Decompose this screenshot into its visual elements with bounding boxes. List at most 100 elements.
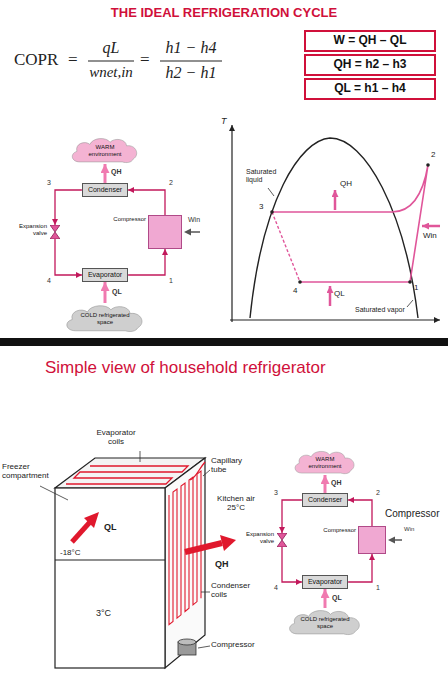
- label: COPR: [14, 50, 58, 70]
- separator-bar: [0, 338, 448, 346]
- work-arrow: [184, 229, 191, 236]
- valve-symbol: [50, 225, 60, 239]
- leader-line: [140, 451, 141, 462]
- title: THE IDEAL REFRIGERATION CYCLE: [111, 6, 337, 21]
- ts-diagram: [329, 286, 332, 306]
- label: h2 − h1: [166, 64, 217, 82]
- refrigerator: [66, 466, 188, 484]
- label: h1 − h4: [166, 39, 217, 57]
- edge-label: 2: [375, 489, 381, 497]
- expansion-valve: Expansion valve: [277, 533, 287, 547]
- node-text: WARM environment: [79, 144, 131, 158]
- leader-line: [40, 486, 68, 500]
- formula-box: QH = h2 – h3: [304, 54, 436, 76]
- ts-diagram: [268, 188, 274, 196]
- leader-line: [203, 470, 210, 476]
- label: Compressor: [385, 508, 439, 520]
- node-text: Compressor: [113, 216, 146, 223]
- label: 2: [431, 150, 435, 159]
- label: QL: [334, 289, 345, 298]
- label: Capillary tube: [211, 456, 259, 474]
- environment-cloud: COLD refrigerated space: [286, 608, 364, 636]
- environment-cloud: WARM environment: [69, 136, 141, 164]
- edge-label: 3: [46, 179, 52, 187]
- ts-diagram: [231, 125, 232, 322]
- label: Kitchen air 25°C: [211, 494, 261, 512]
- refrigerator: [220, 535, 236, 551]
- label: Win: [423, 231, 437, 240]
- ts-diagram: [422, 225, 440, 228]
- node-text: Evaporator: [308, 578, 342, 586]
- refrigerator: [185, 543, 222, 552]
- edge-label: 1: [375, 584, 381, 592]
- edge-label: QL: [111, 288, 123, 296]
- component-box: Condenser: [302, 493, 348, 507]
- node-text: WARM environment: [302, 456, 348, 470]
- component-box: Evaporator: [82, 268, 128, 282]
- node-text: Condenser: [88, 186, 122, 194]
- label: wnet,in: [89, 64, 133, 81]
- label: qL: [103, 39, 120, 57]
- label: T: [221, 116, 227, 126]
- label: =: [140, 50, 150, 70]
- ts-diagram: [250, 138, 418, 318]
- label: Simple view of household refrigerator: [45, 358, 326, 378]
- component-box: Evaporator: [302, 575, 348, 589]
- fraction-bar: [88, 61, 222, 62]
- environment-cloud: WARM environment: [292, 449, 358, 475]
- ts-diagram: [426, 163, 430, 167]
- environment-cloud: COLD refrigerated space: [63, 303, 147, 333]
- heat-flow-arrow: [104, 282, 107, 303]
- component-box: Condenser: [82, 183, 128, 197]
- ts-diagram: [272, 212, 300, 282]
- heat-flow-arrow: [324, 475, 327, 493]
- valve-symbol: [50, 225, 60, 239]
- label: Saturated vapor: [355, 306, 405, 314]
- refrigerator: [84, 512, 99, 528]
- cloud-outline: [295, 451, 354, 473]
- refrigerator: [72, 522, 90, 542]
- compressor-box: Compressor: [358, 526, 386, 554]
- edge-label: QL: [331, 594, 343, 602]
- label: QH: [215, 559, 229, 569]
- ts-diagram: [270, 210, 274, 214]
- edge-label: 4: [273, 584, 279, 592]
- ts-diagram: [334, 190, 337, 210]
- refrigerator: [165, 458, 205, 668]
- refrigerant-line: [55, 190, 82, 225]
- refrigerant-line: [282, 547, 302, 582]
- cloud-outline: [72, 139, 136, 163]
- label: 3°C: [96, 608, 111, 618]
- work-arrow: [184, 229, 402, 544]
- node-text: Expansion valve: [7, 223, 47, 237]
- leader-line: [40, 451, 210, 648]
- node-text: Evaporator: [88, 271, 122, 279]
- label: Evaporator coils: [90, 428, 142, 446]
- label: Condenser coils: [211, 581, 261, 599]
- formula-box: W = QH – QL: [304, 30, 436, 52]
- refrigerant-line: [348, 500, 372, 526]
- fraction-bar: [160, 60, 222, 61]
- edge-label: 1: [168, 277, 174, 285]
- ts-diagram: [230, 125, 440, 322]
- leader-line: [198, 646, 210, 648]
- refrigerant-line: [128, 190, 165, 215]
- valve-symbol: [277, 533, 287, 547]
- refrigerator: [190, 462, 205, 480]
- ts-diagram: [230, 319, 440, 320]
- label: Freezer compartment: [2, 462, 56, 480]
- edge-label: 2: [168, 179, 174, 187]
- node-text: Compressor: [323, 527, 356, 534]
- label: =: [68, 50, 78, 70]
- work-arrow: [388, 537, 395, 544]
- edge-label: 3: [273, 489, 279, 497]
- refrigerant-line: [55, 239, 82, 275]
- refrigerant-line: [348, 554, 372, 582]
- label: -18°C: [60, 548, 81, 557]
- valve-symbol: [277, 533, 287, 547]
- refrigerant-line: [128, 249, 165, 275]
- cloud-outline: [290, 611, 360, 635]
- label: Win: [404, 526, 414, 533]
- expansion-valve: Expansion valve: [50, 225, 60, 239]
